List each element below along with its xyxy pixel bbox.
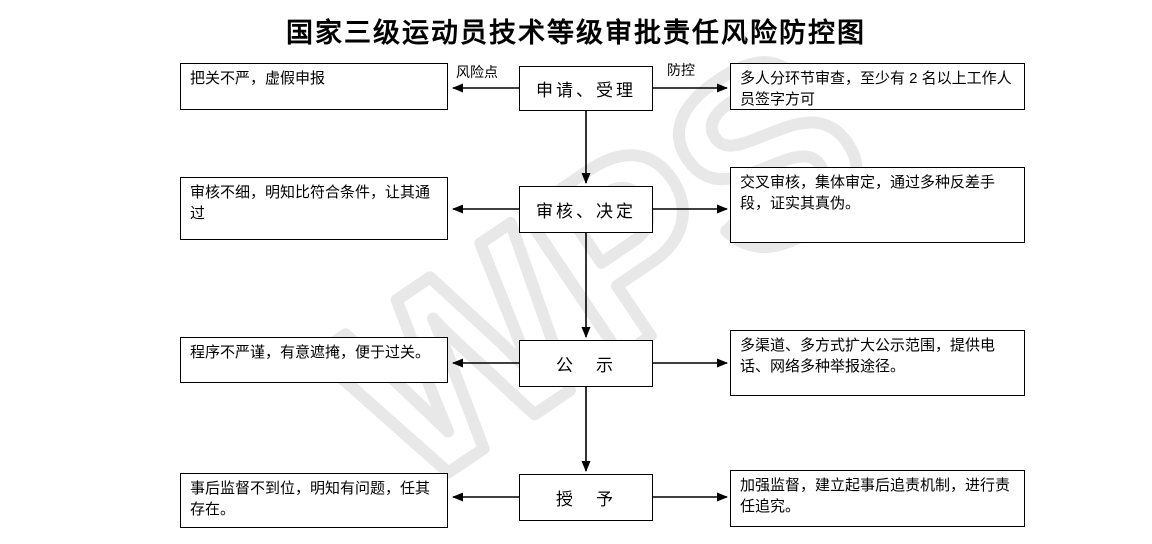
control-box-review: 交叉审核，集体审定，通过多种反差手段，证实其真伪。 <box>730 167 1025 243</box>
risk-box-apply: 把关不严，虚假申报 <box>180 63 448 110</box>
arrow-label-control: 防控 <box>667 62 695 78</box>
risk-box-publicity: 程序不严谨，有意遮掩，便于过关。 <box>180 337 448 383</box>
control-box-publicity: 多渠道、多方式扩大公示范围，提供电话、网络多种举报途径。 <box>730 330 1025 396</box>
risk-box-grant: 事后监督不到位，明知有问题，任其存在。 <box>180 473 448 528</box>
arrow-label-risk-point: 风险点 <box>456 64 498 80</box>
stage-box-review-decide: 审核、决定 <box>519 186 653 233</box>
risk-box-review: 审核不细，明知比符合条件，让其通过 <box>180 177 448 240</box>
stage-box-grant: 授 予 <box>519 474 653 521</box>
stage-box-publicity: 公 示 <box>519 340 653 387</box>
control-box-apply: 多人分环节审查，至少有 2 名以上工作人员签字方可 <box>730 63 1025 110</box>
diagram-title: 国家三级运动员技术等级审批责任风险防控图 <box>286 18 866 48</box>
stage-box-apply-accept: 申请、受理 <box>519 66 653 111</box>
control-box-grant: 加强监督，建立起事后追责机制，进行责任追究。 <box>730 470 1025 527</box>
